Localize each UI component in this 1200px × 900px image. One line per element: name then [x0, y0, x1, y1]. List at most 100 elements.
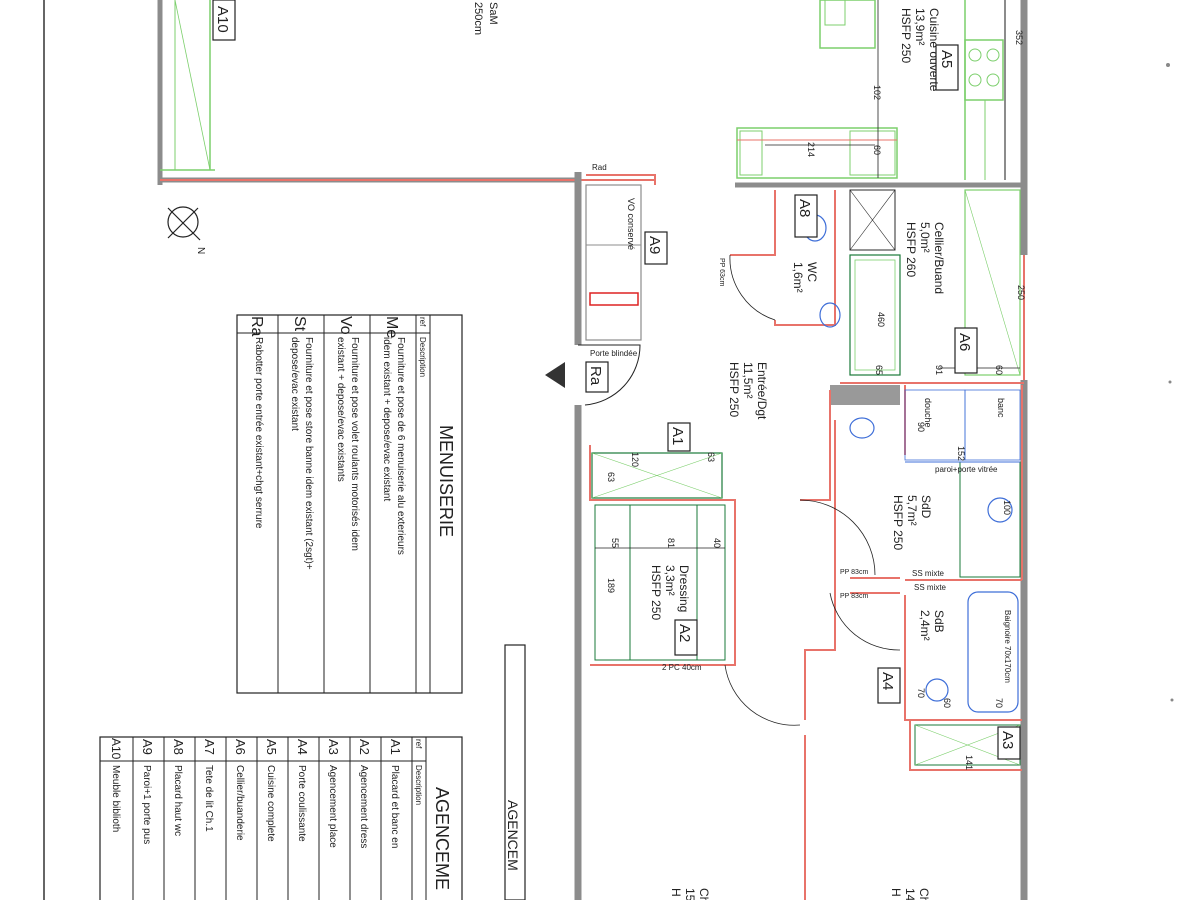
douche-label: douche [923, 398, 933, 428]
tag-a10-label: A10 [214, 6, 231, 33]
agencement-side-text: AGENCEM [505, 800, 521, 871]
dim-60a: 60 [872, 145, 882, 155]
rad-label: Rad [592, 163, 607, 172]
pp83a-label: PP 83cm [840, 569, 868, 576]
menuiserie-desc-st-2: depose/evac existant [289, 337, 300, 431]
menuiserie-desc-me-1: Fourniture et pose de 6 menuiserie alu e… [395, 337, 406, 555]
agencement-ref-a4: A4 [295, 739, 310, 755]
room-ch1-name: Ch [697, 888, 711, 900]
menuiserie-table: MENUISERIE ref Description Me Fourniture… [236, 314, 463, 694]
room-wc: A8 WC 1,6m² [791, 194, 841, 328]
dim-250: 250 [1016, 285, 1026, 300]
tag-a2-label: A2 [676, 624, 693, 642]
tag-a1 [667, 422, 691, 452]
menuiserie-desc-vo-1: Fourniture et pose volet roulants motori… [349, 337, 360, 551]
sink-icon [819, 302, 841, 328]
svg-text:N: N [195, 247, 206, 254]
pp63-label: PP 63cm [718, 258, 725, 286]
agencement-ref-a8: A8 [171, 739, 186, 755]
room-sdd: douche banc paroi+porte vitrée SdD 5,7m²… [799, 389, 1021, 578]
agencement-side-label: AGENCEM [504, 644, 526, 900]
agencement-ref-a6: A6 [233, 739, 248, 755]
agencement-desc-a2: Agencement dress [358, 765, 369, 848]
room-wc-area: 1,6m² [791, 262, 805, 293]
menuiserie-desc-ra-1: Rabotter porte entrée existant+chgt serr… [253, 337, 264, 529]
tag-a8-label: A8 [796, 199, 813, 217]
menuiserie-col-ref: ref [418, 317, 427, 327]
dim-70b: 70 [994, 698, 1004, 708]
room-cellier-height: HSFP 260 [904, 222, 918, 277]
agencement-table: AGENCEME ref Description A1 Placard et b… [99, 736, 463, 900]
room-entree-height: HSFP 250 [727, 362, 741, 417]
room-ch1-line3: H [669, 888, 683, 897]
room-cellier-name: Cellier/Buand [932, 222, 946, 294]
dim-460: 460 [876, 312, 886, 327]
tag-ra [585, 361, 609, 393]
room-dressing-name: Dressing [677, 565, 691, 612]
room-ch2-line2: 14 [903, 888, 917, 900]
tag-a9 [644, 231, 668, 265]
tag-a5-label: A5 [938, 50, 955, 68]
north-arrow-icon: N [167, 206, 206, 254]
dim-40: 40 [712, 538, 722, 548]
agencement-desc-a7: Tete de lit Ch.1 [203, 765, 214, 832]
dimension-labels: 352 102 214 60 250 65 91 60 90 152 120 6… [606, 30, 1026, 770]
sdb-sink-icon [925, 678, 949, 702]
pp83b-label: PP 83cm [840, 593, 868, 600]
tag-a4 [877, 667, 901, 704]
menuiserie-ref-me: Me [383, 316, 400, 338]
room-sam: A10 SaM 250cm [157, 0, 655, 185]
menuiserie-ref-st: St [291, 316, 308, 332]
zone-a9: A9 VO conservé Porte blindée Rad [585, 163, 668, 358]
room-cuisine: A5 Cuisine ouverte 13,9m² HSFP 250 [736, 0, 1004, 180]
agencement-col-ref: ref [414, 739, 423, 749]
room-sdb-area: 2,4m² [918, 610, 932, 641]
cooktop-icon [964, 39, 1004, 101]
room-entree-name: Entrée/Dgt [755, 362, 769, 420]
room-entree: Entrée/Dgt 11,5m² HSFP 250 PP 63cm [718, 254, 776, 420]
room-dressing-area: 3,3m² [663, 565, 677, 596]
agencement-desc-a10: Meuble biblioth [110, 765, 121, 832]
zone-a1: A1 [591, 422, 723, 499]
dim-65: 65 [874, 365, 884, 375]
agencement-col-desc: Description [414, 765, 423, 805]
room-cuisine-height: HSFP 250 [899, 8, 913, 63]
room-ch2-name: Ch [917, 888, 931, 900]
agencement-ref-a5: A5 [264, 739, 279, 755]
room-sdd-name: SdD [919, 495, 933, 519]
tag-a10 [212, 0, 236, 41]
banc-label: banc [996, 398, 1006, 418]
rooms-chambres: Ch 15 H Ch 14 H [669, 888, 931, 900]
room-sdd-area: 5,7m² [905, 495, 919, 526]
dim-55: 55 [610, 538, 620, 548]
vo-conserve-label: VO conservé [626, 198, 636, 250]
tag-a3 [997, 726, 1021, 760]
dim-214: 214 [806, 142, 816, 157]
tag-a9-label: A9 [646, 236, 663, 254]
room-sam-name: SaM [487, 2, 499, 25]
menuiserie-desc-me-2: idem existant + depose/evac existant [381, 337, 392, 501]
dim-352: 352 [1014, 30, 1024, 45]
deux-pc-label: 2 PC 40cm [662, 663, 702, 672]
menuiserie-title: MENUISERIE [436, 425, 456, 537]
dim-60c: 60 [942, 698, 952, 708]
tag-ra-label: Ra [587, 366, 604, 386]
porte-blindee-label: Porte blindée [590, 349, 638, 358]
agencement-ref-a10: A10 [109, 738, 123, 760]
dim-70a: 70 [916, 688, 926, 698]
dim-100: 100 [1002, 500, 1012, 515]
room-cellier: A6 Cellier/Buand 5,0m² HSFP 260 [849, 189, 1021, 376]
zone-a3: A3 [914, 724, 1021, 766]
dim-102: 102 [872, 85, 882, 100]
agencement-desc-a5: Cuisine complete [265, 765, 276, 842]
menuiserie-desc-st-1: Fourniture et pose store banne idem exis… [303, 337, 314, 570]
agencement-desc-a6: Cellier/buanderie [234, 765, 245, 841]
room-sdb: Baignoire 70x170cm SdB 2,4m² A4 PP 83cm … [829, 583, 1019, 713]
agencement-ref-a9: A9 [140, 739, 155, 755]
tag-a6-label: A6 [956, 333, 973, 351]
dim-63b: 63 [606, 472, 616, 482]
dim-81: 81 [666, 538, 676, 548]
room-wc-name: WC [805, 262, 819, 282]
room-ch2-line3: H [889, 888, 903, 897]
agencement-ref-a2: A2 [357, 739, 372, 755]
